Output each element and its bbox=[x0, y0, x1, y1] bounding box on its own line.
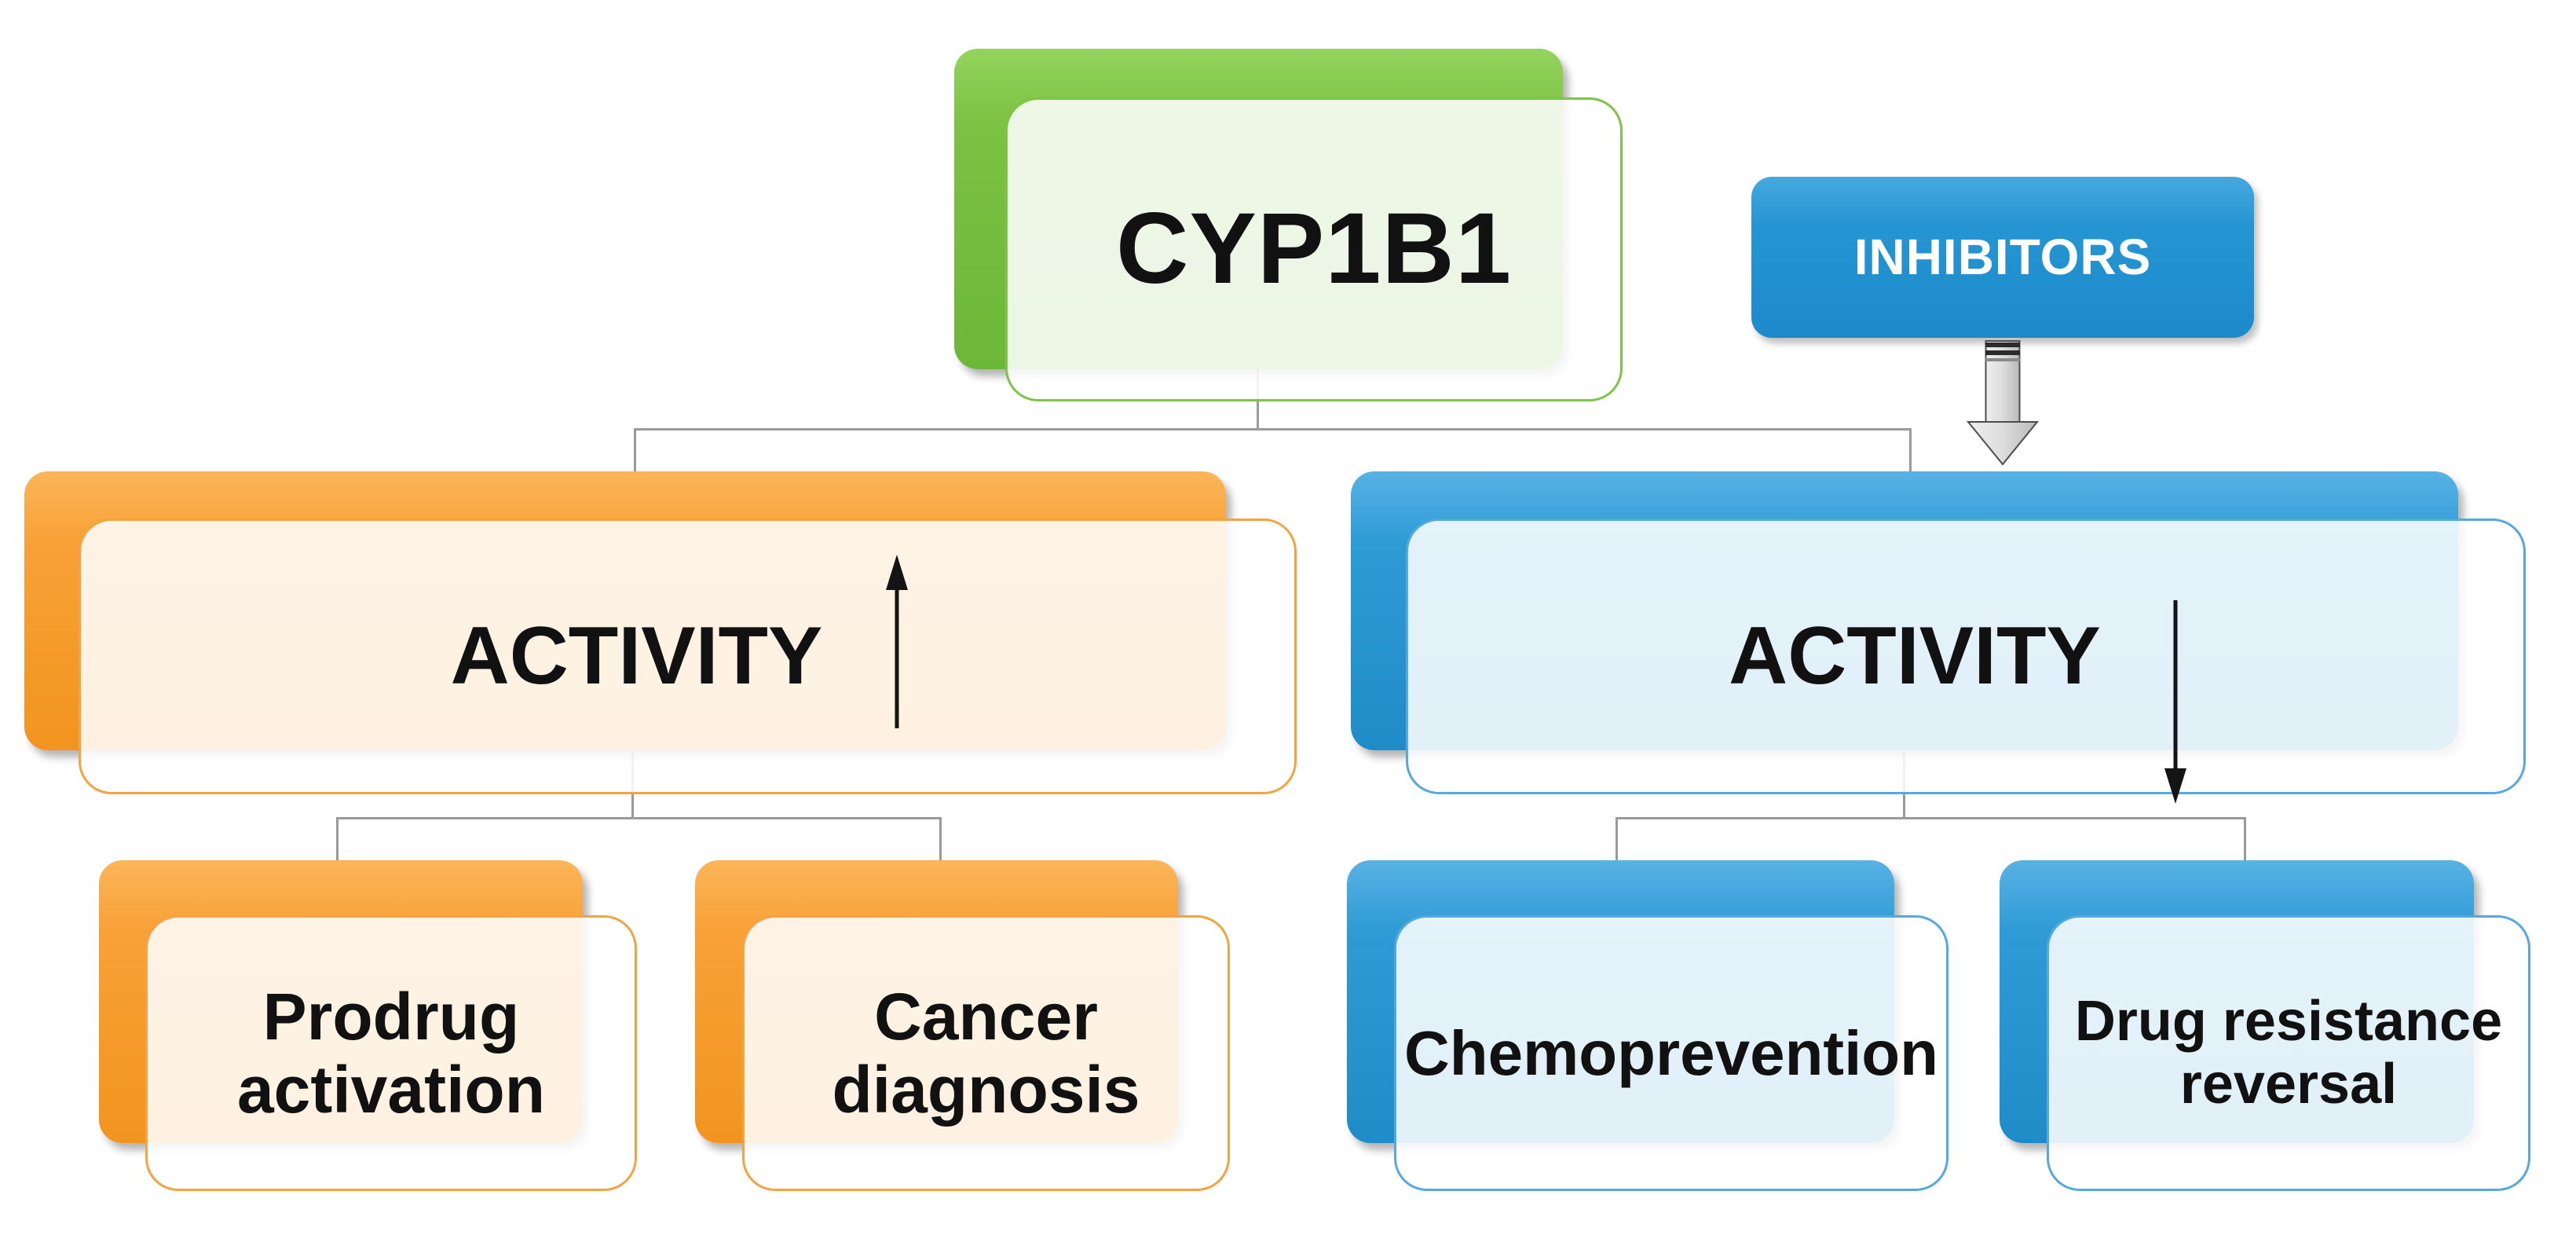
activity-down-overlay-panel: ACTIVITY bbox=[1406, 519, 2526, 804]
block-down-arrow-icon bbox=[1966, 340, 2040, 466]
up-arrow-icon bbox=[886, 554, 909, 728]
prodrug-overlay-panel: Prodrug activation bbox=[145, 915, 637, 1191]
prodrug-label: Prodrug activation bbox=[236, 980, 546, 1127]
node-inhibitors: INHIBITORS bbox=[1751, 177, 2254, 338]
drugresistance-label: Drug resistance reversal bbox=[2074, 990, 2503, 1116]
cancer-label: Cancer diagnosis bbox=[832, 980, 1140, 1127]
connector-drop-activity-down bbox=[1909, 428, 1912, 474]
activity-down-label: ACTIVITY bbox=[1729, 610, 2101, 702]
connector-root-branch bbox=[634, 428, 1912, 431]
chemoprevention-overlay-panel: Chemoprevention bbox=[1394, 915, 1948, 1191]
connector-activityup-branch bbox=[336, 817, 942, 819]
connector-drop-prodrug bbox=[336, 817, 338, 863]
cyp1b1-label: CYP1B1 bbox=[1116, 192, 1512, 306]
connector-drop-cancer bbox=[939, 817, 942, 863]
cyp1b1-overlay-panel: CYP1B1 bbox=[1005, 97, 1623, 401]
connector-drop-chemoprevention bbox=[1615, 817, 1618, 863]
cancer-overlay-panel: Cancer diagnosis bbox=[742, 915, 1230, 1191]
down-arrow-icon bbox=[2164, 599, 2186, 804]
drugresistance-overlay-panel: Drug resistance reversal bbox=[2047, 915, 2530, 1191]
connector-drop-activity-up bbox=[634, 428, 636, 474]
activity-up-overlay-panel: ACTIVITY bbox=[79, 519, 1297, 794]
inhibitors-label: INHIBITORS bbox=[1853, 229, 2152, 286]
chemoprevention-label: Chemoprevention bbox=[1403, 1017, 1939, 1088]
connector-activitydown-branch bbox=[1615, 817, 2246, 819]
connector-drop-drugresistance bbox=[2244, 817, 2246, 863]
activity-up-label: ACTIVITY bbox=[450, 610, 823, 702]
